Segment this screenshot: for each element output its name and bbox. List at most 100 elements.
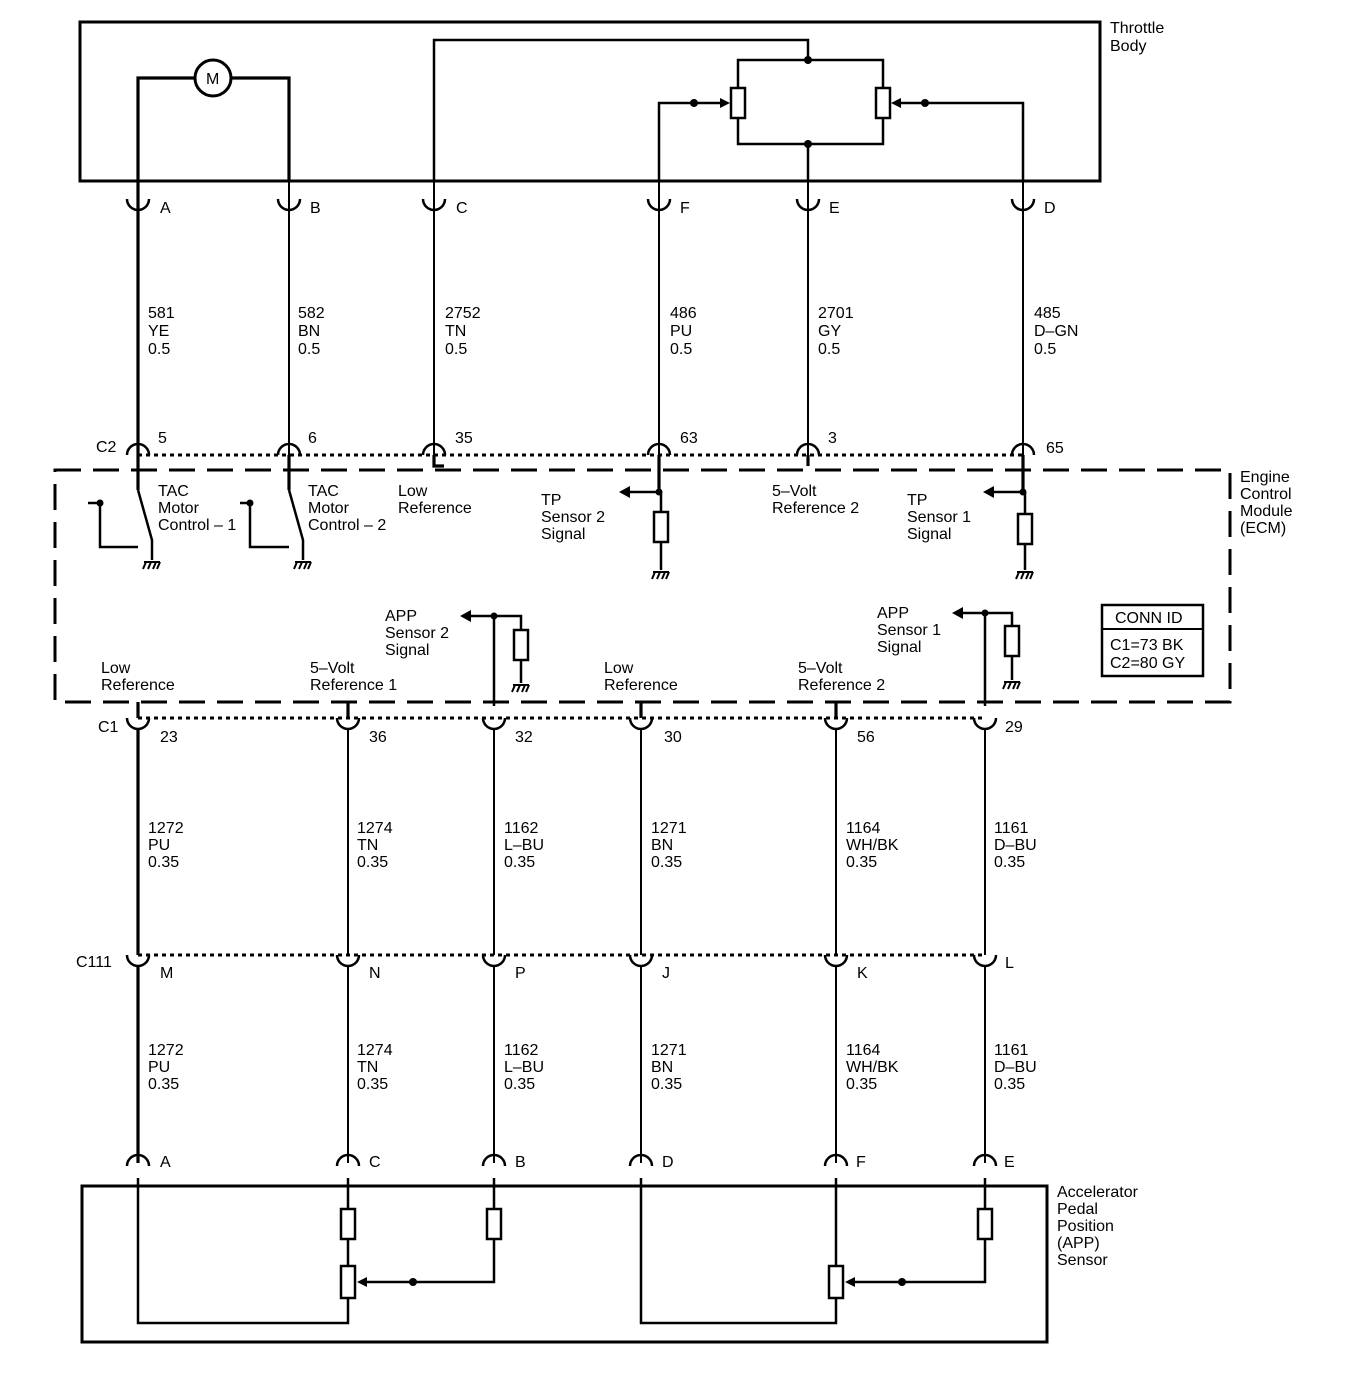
tp-sensor-2-resistor bbox=[729, 86, 747, 120]
ground-icon bbox=[1002, 681, 1021, 690]
throttle-body-label-line1: Throttle bbox=[1110, 20, 1164, 37]
wire-circuit: 1161 bbox=[994, 1042, 1029, 1059]
conn-id-c1: C1=73 BK bbox=[1110, 637, 1184, 654]
c1-pin-icon bbox=[481, 717, 507, 731]
ecm-label-line: 5–Volt bbox=[798, 660, 843, 677]
app1-signal-line bbox=[962, 611, 987, 706]
app2-signal-line bbox=[470, 614, 496, 706]
app-pin-letter: D bbox=[662, 1154, 674, 1171]
ecm-label-line: TAC bbox=[158, 483, 189, 500]
app-pin-icon bbox=[823, 1153, 849, 1167]
ecm-label-line: Reference bbox=[398, 500, 472, 517]
ecm-label-line: Low bbox=[101, 660, 131, 677]
arrow-left-icon bbox=[619, 486, 630, 498]
wire-gauge: 0.35 bbox=[651, 854, 682, 871]
conn-id-c2: C2=80 GY bbox=[1110, 655, 1185, 672]
wire-gauge: 0.35 bbox=[148, 1076, 179, 1093]
c1-pin-icon bbox=[972, 717, 998, 731]
c2-pin-icon bbox=[795, 442, 821, 456]
app-pin-icon bbox=[335, 1153, 361, 1167]
arrow-left-icon bbox=[460, 610, 471, 622]
app-sensor-label-line2: Pedal bbox=[1057, 1201, 1098, 1218]
ecm-label-line: TAC bbox=[308, 483, 339, 500]
wire-color: PU bbox=[670, 323, 692, 340]
wire-gauge: 0.35 bbox=[994, 1076, 1025, 1093]
wire-color: D–BU bbox=[994, 1059, 1037, 1076]
wire-circuit: 485 bbox=[1034, 305, 1061, 322]
wire-circuit: 1272 bbox=[148, 820, 184, 837]
app-sensor: Accelerator Pedal Position (APP) Sensor bbox=[80, 1178, 1139, 1344]
c111-pin-icon bbox=[972, 954, 998, 968]
tac1-switch-frame bbox=[88, 501, 138, 549]
tp-bottom-bus bbox=[736, 118, 885, 146]
wire-color: D–GN bbox=[1034, 323, 1078, 340]
app-left-wiper-dot bbox=[409, 1278, 417, 1286]
app-left-upper-resistor bbox=[339, 1207, 357, 1241]
wire-gauge: 0.35 bbox=[994, 854, 1025, 871]
wire-circuit: 1164 bbox=[846, 1042, 881, 1059]
c111-pin-icon bbox=[125, 954, 151, 968]
wire-gauge: 0.5 bbox=[818, 341, 840, 358]
c2-pin-number: 65 bbox=[1046, 440, 1064, 457]
tp1-input-circuit bbox=[983, 486, 1034, 580]
c111-label: C111 bbox=[76, 954, 112, 971]
app-pin-letter: F bbox=[856, 1154, 866, 1171]
c111-connector: C111 M N P J K L bbox=[76, 953, 1014, 982]
wire-color: D–BU bbox=[994, 837, 1037, 854]
throttle-pin-b: B bbox=[310, 200, 321, 217]
c1-pin-number: 56 bbox=[857, 729, 875, 746]
ecm-label-line: Reference bbox=[101, 677, 175, 694]
ecm-label-line: Control – 1 bbox=[158, 517, 236, 534]
c111-pin-icon bbox=[335, 954, 361, 968]
tp-junction-top bbox=[804, 56, 812, 64]
app-pin-icon bbox=[125, 1153, 151, 1167]
wire-circuit: 2752 bbox=[445, 305, 481, 322]
c1-pin-number: 23 bbox=[160, 729, 178, 746]
c111-pin-letter: J bbox=[662, 965, 670, 982]
arrow-left-icon bbox=[983, 486, 994, 498]
ecm-label-line: Low bbox=[398, 483, 428, 500]
throttle-pin-e: E bbox=[829, 200, 840, 217]
c111-pin-icon bbox=[628, 954, 654, 968]
c1-pin-icon bbox=[628, 717, 654, 731]
wire-color: TN bbox=[357, 837, 378, 854]
ecm-label-line: Reference 2 bbox=[772, 500, 859, 517]
wire-circuit: 582 bbox=[298, 305, 325, 322]
c2-pin-icon bbox=[276, 442, 302, 456]
c2-pin-icon bbox=[125, 442, 151, 456]
wire-circuit: 486 bbox=[670, 305, 697, 322]
c1-pin-number: 30 bbox=[664, 729, 682, 746]
tp1-wiper-wire bbox=[899, 101, 1025, 181]
app-sensor-connector: A C B D F E bbox=[125, 1153, 1015, 1171]
app2-pulldown-resistor bbox=[512, 628, 530, 662]
c111-pin-letter: P bbox=[515, 965, 526, 982]
c111-pin-letter: L bbox=[1005, 955, 1014, 972]
app-pin-icon bbox=[481, 1153, 507, 1167]
tp1-pulldown-resistor bbox=[1016, 512, 1034, 546]
tac2-switch-frame bbox=[240, 501, 289, 549]
ecm-label-line: 5–Volt bbox=[310, 660, 355, 677]
tp-sensor-1-resistor bbox=[874, 86, 892, 120]
ecm-label-line: Low bbox=[604, 660, 634, 677]
c111-pin-icon bbox=[481, 954, 507, 968]
tac-driver-2 bbox=[240, 489, 312, 570]
conn-id-outline bbox=[1100, 603, 1205, 678]
ecm-label-line: Reference 1 bbox=[310, 677, 397, 694]
app1-pulldown-wire bbox=[985, 611, 1014, 680]
wire-color: BN bbox=[651, 837, 673, 854]
motor-wire-b bbox=[231, 76, 291, 181]
c2-pin-number: 35 bbox=[455, 430, 473, 447]
wire-circuit: 1164 bbox=[846, 820, 881, 837]
wire-circuit: 1274 bbox=[357, 820, 393, 837]
